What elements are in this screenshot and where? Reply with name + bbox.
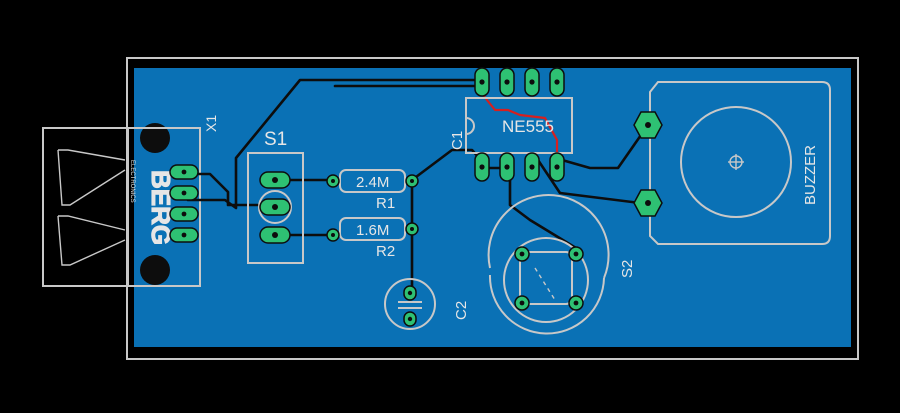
trace-ic-buzzer-minus — [536, 158, 642, 205]
s2-pad-2-hole — [573, 251, 579, 257]
ic-ne555: NE555 C1 — [449, 67, 573, 182]
s1-pad-3-hole — [272, 232, 278, 238]
c2-outline — [384, 278, 436, 330]
usb-brand-text: BERG — [146, 170, 176, 245]
usb-pad-2-hole — [181, 190, 187, 196]
ic-pin-8-hole — [479, 79, 485, 85]
trace-usb-to-ic-pin8 — [186, 78, 483, 210]
top-layer-link — [482, 94, 559, 160]
s2-ref-label: S2 — [619, 260, 636, 278]
r1-pad-2-hole — [410, 179, 414, 183]
c1-ref-label: C1 — [449, 131, 466, 150]
ic-pin-7-hole — [504, 79, 510, 85]
c2-pad-2-hole — [407, 316, 413, 322]
ic-pin-1-hole — [479, 164, 485, 170]
buzzer-pad-plus-hole — [645, 122, 651, 128]
ic-pin-2-hole — [504, 164, 510, 170]
switch-s1: S1 — [247, 129, 304, 264]
s1-pad-2-hole — [272, 204, 278, 210]
s2-actuator-line — [534, 267, 556, 301]
buzzer-pad-minus-hole — [645, 200, 651, 206]
buzzer-label: BUZZER — [802, 145, 819, 205]
usb-lead-bottom-lower — [57, 215, 126, 266]
ic-pin-4-hole — [554, 164, 560, 170]
usb-lead-top-upper — [58, 149, 126, 161]
usb-mount-hole-bottom — [140, 255, 170, 285]
s1-ref-label: S1 — [264, 129, 287, 150]
pushbutton-s2: S2 — [487, 194, 636, 335]
resistor-r1: 2.4M R1 — [326, 169, 419, 212]
s2-inner-square — [519, 251, 573, 305]
r2-pad-2-hole — [410, 227, 414, 231]
usb-ref-label: X1 — [203, 115, 219, 132]
s2-pad-4-hole — [573, 300, 579, 306]
s2-inner-ring — [503, 237, 589, 323]
resistor-r2: 1.6M R2 — [326, 217, 419, 260]
r1-ref-label: R1 — [376, 195, 395, 212]
r2-ref-label: R2 — [376, 243, 395, 260]
r1-value-label: 2.4M — [356, 174, 389, 191]
usb-pad-1-hole — [181, 169, 187, 175]
r1-body — [339, 169, 406, 193]
s2-outer-ring-lower — [488, 274, 605, 335]
s1-pad-1-hole — [272, 177, 278, 183]
board-copper-pour — [134, 68, 851, 347]
r2-value-label: 1.6M — [356, 222, 389, 239]
ic-pin-5-hole — [554, 79, 560, 85]
s1-knob — [258, 190, 292, 224]
ic-notch — [465, 117, 475, 135]
usb-lead-bottom-upper — [58, 215, 126, 231]
trace-usb-1 — [186, 172, 262, 207]
buzzer: BUZZER — [633, 81, 831, 245]
c2-ref-label: C2 — [453, 301, 470, 320]
s2-outer-ring — [487, 194, 610, 279]
ic-label: NE555 — [502, 117, 554, 136]
capacitor-c2: C2 — [384, 278, 470, 330]
usb-connector-x1: BERG ELECTRONICS X1 — [42, 115, 219, 287]
r2-pad-1-hole — [331, 233, 335, 237]
usb-brand-subtext: ELECTRONICS — [129, 160, 135, 203]
usb-body-outline — [42, 127, 201, 287]
usb-pads — [169, 164, 199, 243]
s2-pad-1-hole — [519, 251, 525, 257]
ic-pin-6-hole — [529, 79, 535, 85]
s1-outline — [247, 152, 304, 264]
usb-pad-3-hole — [181, 211, 187, 217]
s2-pad-3-hole — [519, 300, 525, 306]
c2-pad-1-hole — [407, 290, 413, 296]
r1-pad-1-hole — [331, 179, 335, 183]
r2-body — [339, 217, 406, 241]
usb-lead-top-lower — [57, 149, 126, 206]
buzzer-diaphragm — [680, 106, 792, 218]
ic-outline — [465, 97, 573, 154]
usb-mount-hole-top — [140, 123, 170, 153]
ic-pin-3-hole — [529, 164, 535, 170]
trace-ic-buzzer-plus — [560, 123, 650, 170]
usb-pad-4-hole — [181, 232, 187, 238]
